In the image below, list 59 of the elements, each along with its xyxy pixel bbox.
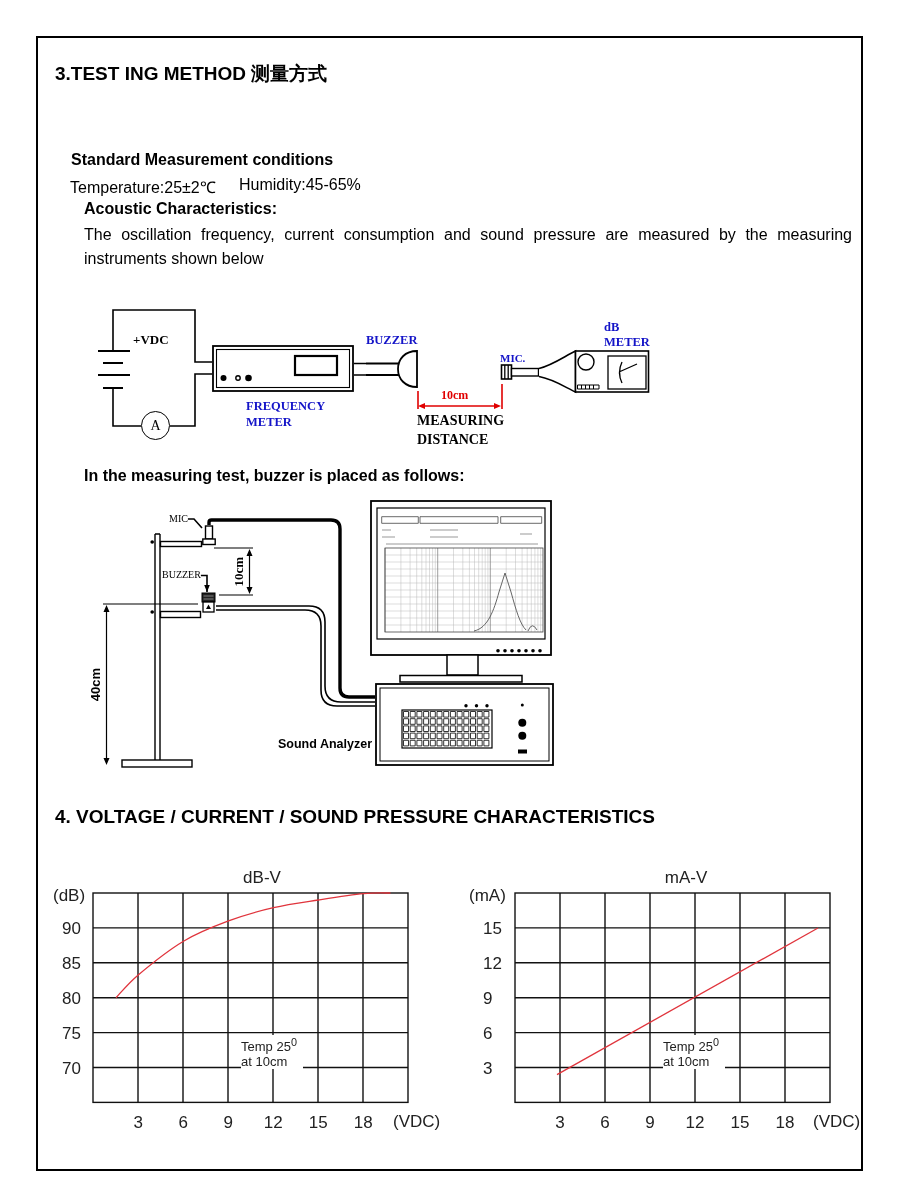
callout-label: BUZZER: [162, 570, 201, 580]
tick-label: 3: [555, 1113, 565, 1131]
tick-label: 12: [685, 1113, 705, 1131]
tick-label: 18: [775, 1113, 795, 1131]
chart-title: mA-V: [664, 869, 708, 887]
subheading: In the measuring test, buzzer is placed as follows:: [84, 467, 465, 485]
axis-label: (VDC): [813, 1112, 861, 1130]
tick-label: 9: [483, 989, 493, 1007]
tick-label: 3: [133, 1113, 144, 1131]
subheading: Acoustic Characteristics:: [84, 200, 277, 218]
tick-label: 15: [308, 1113, 328, 1131]
axis-label: (dB): [53, 887, 86, 905]
device-label: Sound Analyzer: [278, 737, 372, 752]
cable: [215, 605, 376, 707]
paragraph: The oscillation frequency, current consumption and sound pressure are measured by the measuring instruments shown below: [84, 225, 852, 269]
cable: [207, 518, 375, 699]
subheading: Standard Measurement conditions: [71, 151, 334, 169]
tick-label: 12: [263, 1113, 283, 1131]
tick-label: 15: [483, 919, 502, 937]
wire: [169, 373, 213, 427]
tick-label: 85: [62, 954, 81, 972]
dimension-label: 10cm: [232, 557, 245, 587]
leader-line: [187, 518, 203, 529]
chart-note: Temp 25$^{0}$ at 10cm: [663, 1035, 725, 1070]
tick-label: 3: [483, 1059, 493, 1077]
axis-label: (VDC): [393, 1112, 441, 1130]
tick-label: 6: [178, 1113, 189, 1131]
tick-label: 6: [600, 1113, 610, 1131]
dimension-label: 40cm: [89, 668, 102, 702]
tube: [353, 362, 367, 376]
section-heading: 3.TEST ING METHOD 测量方式: [55, 63, 328, 86]
dimension-caption: MEASURING DISTANCE: [417, 412, 506, 449]
condition-text: Humidity:45-65%: [239, 176, 361, 194]
tick-label: 80: [62, 989, 81, 1007]
leader-line: [200, 574, 210, 593]
device-label: MIC.: [500, 353, 526, 364]
chart-title: dB-V: [243, 869, 281, 887]
device-label: FREQUENCY METER: [246, 398, 326, 430]
tick-label: 70: [62, 1059, 81, 1077]
axis-label: (mA): [469, 887, 506, 905]
tick-label: 9: [223, 1113, 234, 1131]
section-heading: 4. VOLTAGE / CURRENT / SOUND PRESSURE CHARACTERISTICS: [55, 806, 655, 829]
tick-label: 90: [62, 919, 81, 937]
callout-label: MIC: [169, 514, 188, 524]
tick-label: 18: [353, 1113, 373, 1131]
supply-label: +VDC: [133, 333, 169, 346]
tick-label: 75: [62, 1024, 81, 1042]
ammeter-circle: A: [141, 411, 170, 440]
wire: [112, 394, 142, 427]
tick-label: 15: [730, 1113, 750, 1131]
wire: [112, 309, 213, 363]
device-label: BUZZER: [366, 334, 418, 347]
condition-text: Temperature:25±2℃: [70, 178, 216, 198]
tick-label: 12: [483, 954, 502, 972]
tick-label: 6: [483, 1024, 493, 1042]
device-label: dB METER: [604, 320, 651, 350]
dimension-label: 10cm: [441, 389, 469, 401]
tick-label: 9: [645, 1113, 655, 1131]
chart-note: Temp 25$^{0}$ at 10cm: [241, 1035, 303, 1070]
